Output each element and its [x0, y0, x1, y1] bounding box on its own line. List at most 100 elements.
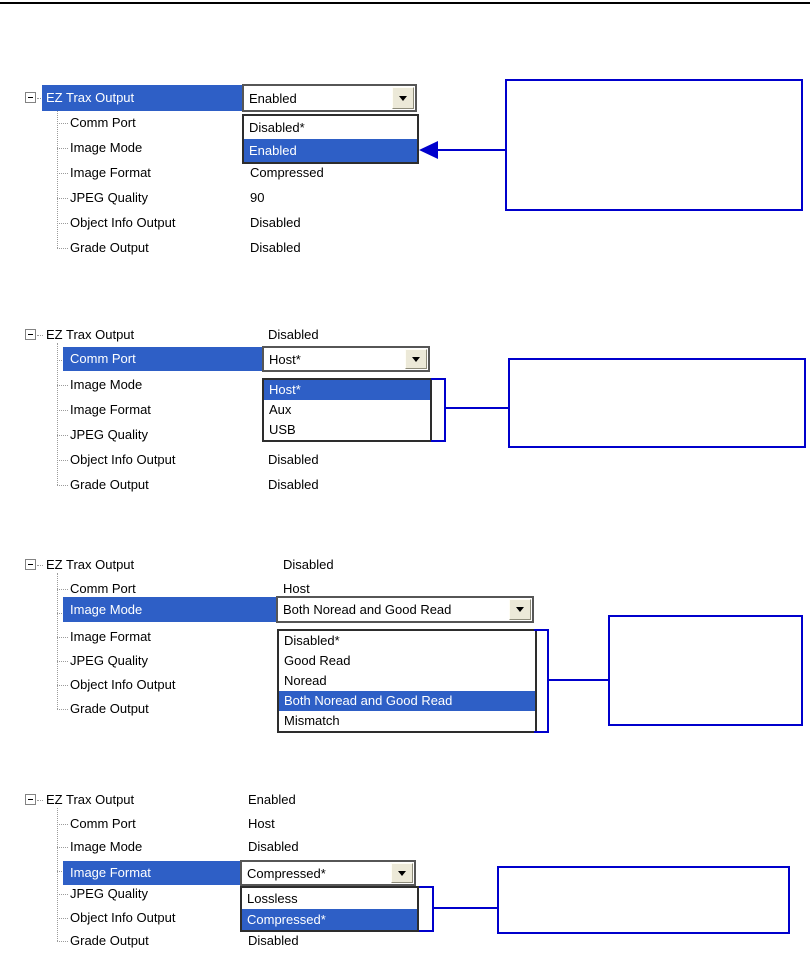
dropdown-option-aux[interactable]: Aux	[269, 402, 292, 417]
minus-glyph	[28, 97, 33, 98]
tree-item-grade-output[interactable]: Grade Output	[70, 933, 149, 948]
dropdown-option-disabled[interactable]: Disabled*	[284, 633, 340, 648]
tree-guide-vertical	[57, 808, 58, 941]
tree-value-comm-port: Host	[283, 581, 310, 596]
tree-guide-stub	[57, 248, 68, 249]
callout-bracket-vertical	[547, 629, 549, 733]
tree-guide-stub	[57, 223, 68, 224]
tree-guide-vertical	[57, 343, 58, 485]
tree-item-jpeg-quality[interactable]: JPEG Quality	[70, 653, 149, 668]
tree-guide-stub	[57, 613, 68, 614]
tree-item-grade-output[interactable]: Grade Output	[70, 240, 149, 255]
tree-item-ez-trax-output[interactable]: EZ Trax Output	[46, 792, 135, 807]
tree-value-jpeg-quality: 90	[250, 190, 265, 205]
tree-item-ez-trax-output[interactable]: EZ Trax Output	[46, 557, 135, 572]
tree-item-object-info-output[interactable]: Object Info Output	[70, 677, 176, 692]
dropdown-option-good-read[interactable]: Good Read	[284, 653, 351, 668]
tree-item-comm-port[interactable]: Comm Port	[70, 581, 136, 596]
tree-item-image-mode[interactable]: Image Mode	[63, 597, 276, 622]
tree-item-image-mode[interactable]: Image Mode	[70, 140, 143, 155]
tree-value-ez-trax-output: Enabled	[248, 792, 296, 807]
tree-item-image-mode[interactable]: Image Mode	[70, 839, 143, 854]
callout-bracket-bottom-stub	[419, 930, 434, 932]
combobox-ez-trax-output-status[interactable]: Enabled	[242, 84, 417, 112]
tree-guide-vertical	[57, 573, 58, 709]
dropdown-option-both-noread-and-good-read[interactable]: Both Noread and Good Read	[279, 691, 535, 711]
tree-guide-stub	[57, 435, 68, 436]
tree-guide-stub	[37, 335, 43, 336]
page-top-rule	[0, 2, 810, 4]
tree-item-grade-output[interactable]: Grade Output	[70, 701, 149, 716]
tree-guide-stub	[57, 485, 68, 486]
tree-guide-stub	[57, 385, 68, 386]
tree-value-grade-output: Disabled	[250, 240, 301, 255]
callout-bracket-top-stub	[431, 378, 446, 380]
tree-value-object-info-output: Disabled	[250, 215, 301, 230]
chevron-down-icon	[398, 870, 406, 876]
tree-item-object-info-output[interactable]: Object Info Output	[70, 452, 176, 467]
dropdown-option-noread[interactable]: Noread	[284, 673, 327, 688]
tree-guide-stub	[57, 148, 68, 149]
tree-value-object-info-output: Disabled	[268, 452, 319, 467]
tree-item-comm-port[interactable]: Comm Port	[63, 347, 262, 371]
tree-item-image-format[interactable]: Image Format	[70, 402, 151, 417]
combobox-image-format[interactable]: Compressed*	[240, 860, 416, 886]
callout-bracket-bottom-stub	[534, 731, 549, 733]
tree-value-ez-trax-output: Disabled	[283, 557, 334, 572]
combobox-value: Host*	[269, 351, 301, 367]
tree-item-image-mode[interactable]: Image Mode	[70, 377, 143, 392]
tree-expand-minus-icon[interactable]	[25, 329, 36, 340]
tree-item-grade-output[interactable]: Grade Output	[70, 477, 149, 492]
dropdown-arrow-button[interactable]	[509, 599, 531, 620]
tree-item-jpeg-quality[interactable]: JPEG Quality	[70, 886, 149, 901]
callout-box-image-mode	[608, 615, 803, 726]
dropdown-arrow-button[interactable]	[392, 87, 414, 109]
tree-guide-stub	[57, 589, 68, 590]
tree-item-ez-trax-output[interactable]: EZ Trax Output	[42, 85, 242, 111]
tree-item-object-info-output[interactable]: Object Info Output	[70, 215, 176, 230]
tree-expand-minus-icon[interactable]	[25, 559, 36, 570]
tree-expand-minus-icon[interactable]	[25, 92, 36, 103]
tree-item-jpeg-quality[interactable]: JPEG Quality	[70, 190, 149, 205]
tree-item-comm-port[interactable]: Comm Port	[70, 816, 136, 831]
tree-item-image-format[interactable]: Image Format	[70, 165, 151, 180]
combobox-value: Both Noread and Good Read	[283, 602, 452, 617]
dropdown-option-mismatch[interactable]: Mismatch	[284, 713, 340, 728]
combobox-value: Enabled	[249, 90, 297, 106]
tree-item-label: EZ Trax Output	[46, 90, 135, 105]
tree-guide-stub	[57, 661, 68, 662]
tree-guide-stub	[57, 410, 68, 411]
tree-guide-stub	[57, 685, 68, 686]
tree-value-ez-trax-output: Disabled	[268, 327, 319, 342]
dropdown-option-lossless[interactable]: Lossless	[247, 891, 298, 906]
tree-item-comm-port[interactable]: Comm Port	[70, 115, 136, 130]
tree-item-object-info-output[interactable]: Object Info Output	[70, 910, 176, 925]
tree-guide-stub	[57, 941, 68, 942]
dropdown-option-enabled[interactable]: Enabled	[244, 139, 417, 162]
tree-item-jpeg-quality[interactable]: JPEG Quality	[70, 427, 149, 442]
dropdown-option-disabled[interactable]: Disabled*	[249, 120, 305, 135]
tree-guide-stub	[57, 847, 68, 848]
tree-guide-stub	[57, 460, 68, 461]
tree-guide-stub	[57, 871, 68, 872]
dropdown-arrow-button[interactable]	[391, 863, 413, 883]
dropdown-option-compressed[interactable]: Compressed*	[242, 909, 417, 930]
combobox-comm-port[interactable]: Host*	[262, 346, 430, 372]
tree-guide-stub	[57, 709, 68, 710]
tree-item-ez-trax-output[interactable]: EZ Trax Output	[46, 327, 135, 342]
tree-expand-minus-icon[interactable]	[25, 794, 36, 805]
minus-glyph	[28, 334, 33, 335]
dropdown-arrow-button[interactable]	[405, 349, 427, 369]
tree-guide-stub	[57, 894, 68, 895]
dropdown-option-host[interactable]: Host*	[264, 380, 430, 400]
tree-value-image-mode: Disabled	[248, 839, 299, 854]
tree-guide-vertical	[57, 106, 58, 248]
combobox-image-mode[interactable]: Both Noread and Good Read	[276, 596, 534, 623]
tree-item-image-format[interactable]: Image Format	[63, 861, 240, 885]
callout-bracket-top-stub	[419, 886, 434, 888]
dropdown-option-usb[interactable]: USB	[269, 422, 296, 437]
tree-item-image-format[interactable]: Image Format	[70, 629, 151, 644]
minus-glyph	[28, 799, 33, 800]
